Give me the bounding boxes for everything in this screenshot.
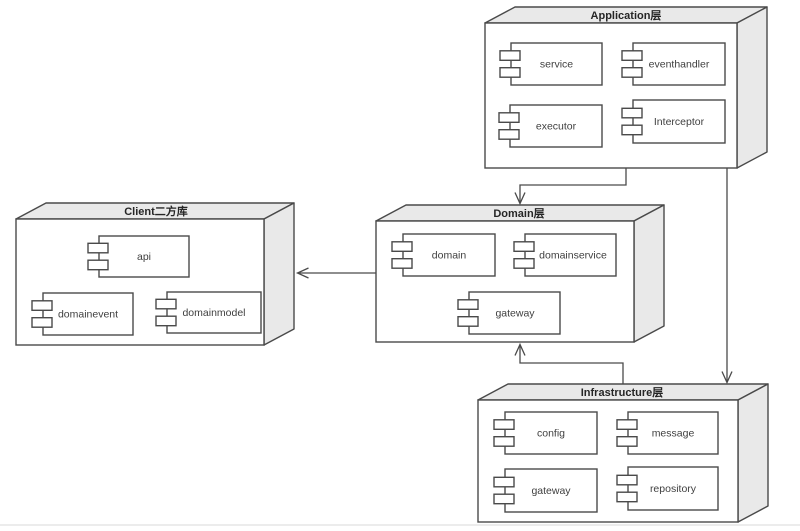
component-domain-box <box>402 233 496 277</box>
component-executor-box <box>509 104 603 148</box>
component-domainmodel-box <box>166 291 262 334</box>
component-icon <box>457 316 479 327</box>
component-icon <box>498 112 520 124</box>
component-api-box <box>98 235 190 278</box>
node-domain-title: Domain层 <box>493 207 544 220</box>
component-icon <box>493 476 515 488</box>
component-interceptor-box <box>632 99 726 144</box>
node-infrastructure-title: Infrastructure层 <box>581 386 664 399</box>
component-domainevent-label: domainevent <box>58 309 118 321</box>
component-executor: executor <box>498 104 603 148</box>
component-gateway-infrastructure: gateway <box>493 468 598 513</box>
node-application-side-face <box>736 6 768 169</box>
node-client-title: Client二方库 <box>124 204 188 218</box>
component-domain-label: domain <box>432 250 467 262</box>
node-domain: Domain层 domain domainservice gateway <box>375 204 665 343</box>
component-icon <box>513 258 535 269</box>
component-icon <box>513 241 535 253</box>
component-domainevent-box <box>42 292 134 336</box>
component-icon <box>621 107 643 119</box>
component-gateway-domain-box <box>468 291 561 335</box>
component-icon <box>616 436 638 447</box>
component-api-label: api <box>137 251 151 263</box>
component-repository: repository <box>616 466 719 511</box>
component-domainservice-box <box>524 233 617 277</box>
component-domainevent: domainevent <box>31 292 134 336</box>
component-config-label: config <box>537 428 565 440</box>
component-interceptor-label: Interceptor <box>654 116 705 128</box>
node-application: Application层 service eventhandler execut… <box>484 6 768 169</box>
component-icon <box>499 50 521 61</box>
component-repository-label: repository <box>650 483 697 495</box>
component-icon <box>155 298 177 310</box>
component-message-box <box>627 411 719 455</box>
node-infrastructure-side-face <box>737 383 769 523</box>
component-icon <box>621 66 643 78</box>
component-icon <box>616 474 638 486</box>
component-executor-label: executor <box>536 121 577 133</box>
component-service-label: service <box>540 59 573 71</box>
component-icon <box>493 436 515 447</box>
component-icon <box>621 124 643 136</box>
component-icon <box>31 300 53 311</box>
component-icon <box>493 493 515 505</box>
component-message: message <box>616 411 719 455</box>
component-message-label: message <box>652 428 695 440</box>
node-domain-side-face <box>633 204 665 343</box>
component-icon <box>87 259 109 271</box>
component-icon <box>391 258 413 269</box>
component-domain: domain <box>391 233 496 277</box>
component-domainservice: domainservice <box>513 233 617 277</box>
component-config-box <box>504 411 598 455</box>
component-icon <box>391 241 413 253</box>
node-infrastructure: Infrastructure层 config message gateway r… <box>477 383 769 523</box>
edge-infrastructure-to-domain <box>514 342 624 384</box>
component-service-box <box>510 42 603 86</box>
component-icon <box>498 128 520 140</box>
component-icon <box>499 66 521 78</box>
component-eventhandler: eventhandler <box>621 42 726 86</box>
component-domainmodel-label: domainmodel <box>182 307 245 319</box>
component-icon <box>493 419 515 430</box>
component-icon <box>31 317 53 328</box>
component-gateway-infrastructure-label: gateway <box>531 485 571 497</box>
node-client-side-face <box>263 202 295 346</box>
component-domainservice-label: domainservice <box>539 250 607 262</box>
component-eventhandler-box <box>632 42 726 86</box>
component-interceptor: Interceptor <box>621 99 726 144</box>
component-icon <box>155 315 177 327</box>
component-icon <box>87 242 109 254</box>
edge-application-to-domain <box>514 168 627 206</box>
component-eventhandler-label: eventhandler <box>649 59 710 71</box>
component-service: service <box>499 42 603 86</box>
component-icon <box>621 50 643 61</box>
component-repository-box <box>627 466 719 511</box>
component-icon <box>616 419 638 430</box>
component-gateway-domain-label: gateway <box>495 308 535 320</box>
component-gateway-infrastructure-box <box>504 468 598 513</box>
component-api: api <box>87 235 190 278</box>
component-icon <box>457 299 479 310</box>
component-domainmodel: domainmodel <box>155 291 262 334</box>
component-config: config <box>493 411 598 455</box>
node-application-title: Application层 <box>591 9 662 22</box>
component-icon <box>616 491 638 503</box>
node-client: Client二方库 api domainevent domainmodel <box>15 202 295 346</box>
component-gateway-domain: gateway <box>457 291 561 335</box>
